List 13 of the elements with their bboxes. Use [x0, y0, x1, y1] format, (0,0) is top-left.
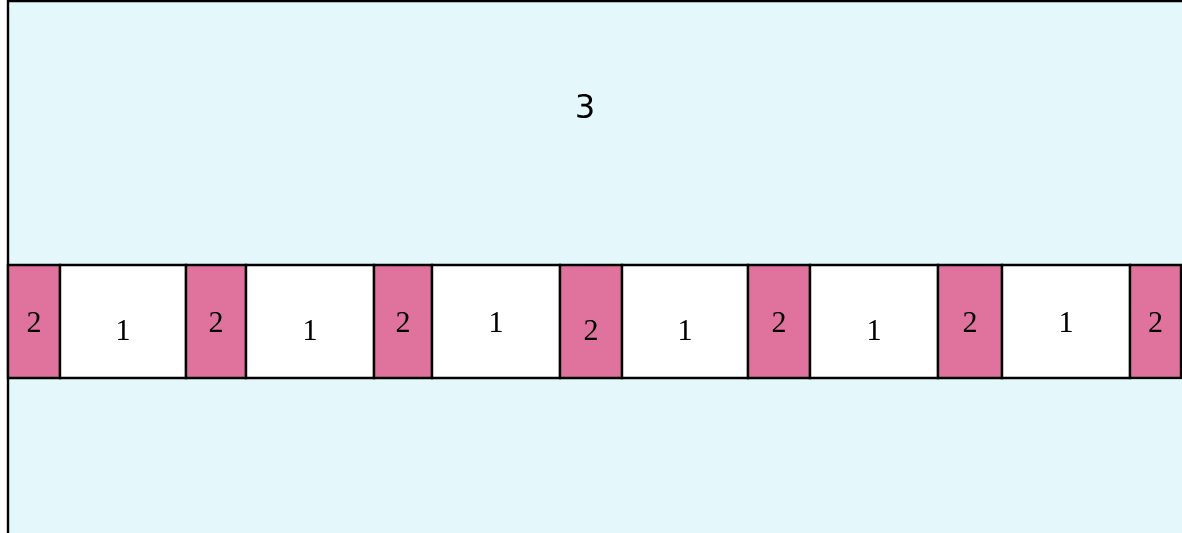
checkered-cell: 2: [746, 263, 812, 380]
plain-cell: 1: [620, 263, 750, 380]
plain-cell: 1: [58, 263, 188, 380]
checkered-cell: 2: [6, 263, 62, 380]
checkered-cell: 2: [184, 263, 248, 380]
checkered-cell: 2: [558, 263, 624, 380]
checkered-cell: 2: [936, 263, 1004, 380]
plain-cell: 1: [430, 263, 562, 380]
plain-cell: 1: [1000, 263, 1132, 380]
checkered-cell: 2: [1128, 263, 1182, 380]
plain-cell: 1: [808, 263, 940, 380]
checkered-cell: 2: [372, 263, 434, 380]
plain-cell: 1: [244, 263, 376, 380]
